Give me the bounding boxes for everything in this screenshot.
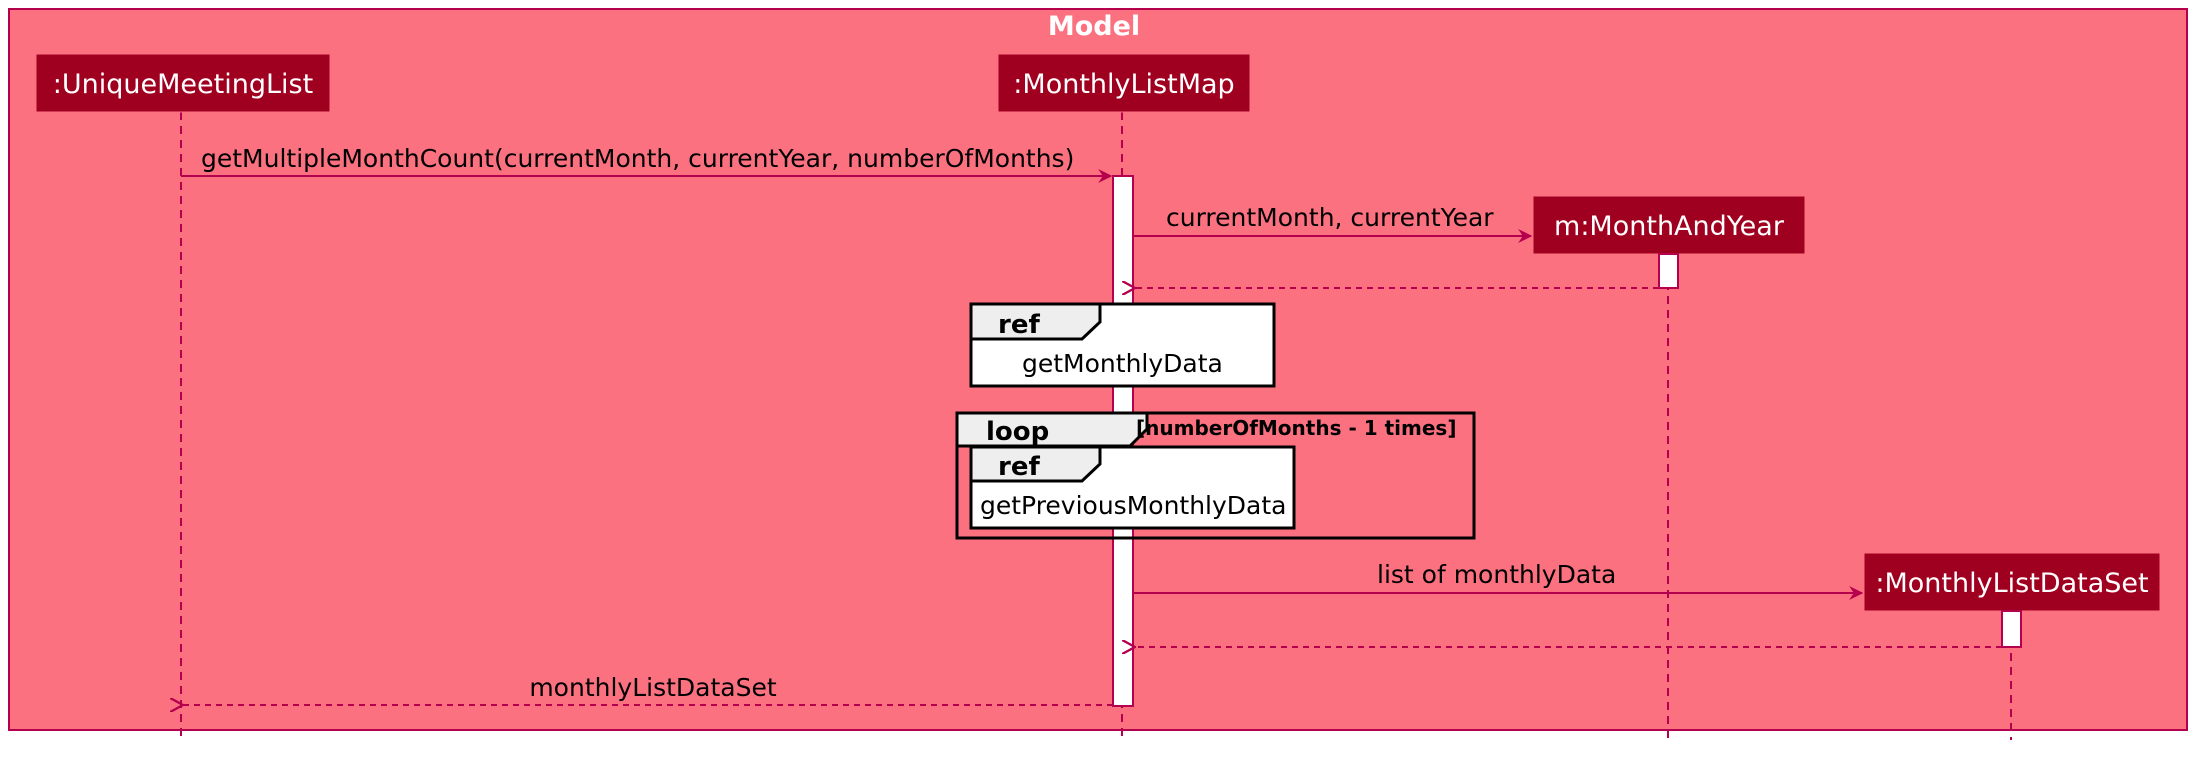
ref-fragment-1-text: getMonthlyData [1022, 349, 1223, 378]
ref-fragment-get-previous-monthly-data: ref getPreviousMonthlyData [969, 445, 1296, 530]
participant-unique-meeting-list-label: :UniqueMeetingList [53, 69, 313, 100]
activation-month-and-year [1658, 253, 1679, 289]
participant-month-and-year-label: m:MonthAndYear [1554, 211, 1785, 242]
participant-monthly-list-data-set-label: :MonthlyListDataSet [1875, 568, 2148, 599]
activation-monthly-list-data-set [2001, 610, 2022, 648]
loop-keyword: loop [986, 417, 1049, 447]
participant-month-and-year: m:MonthAndYear [1532, 195, 1806, 255]
participant-monthly-list-map-label: :MonthlyListMap [1013, 69, 1234, 100]
message-label-create-data-set: list of monthlyData [1377, 560, 1616, 589]
message-label-return-data-set: monthlyListDataSet [529, 673, 777, 702]
ref-fragment-2-text: getPreviousMonthlyData [980, 491, 1287, 520]
loop-fragment: loop [numberOfMonths - 1 times] [955, 411, 1476, 540]
frame-title: Model [1048, 11, 1140, 42]
ref-fragment-get-monthly-data: ref getMonthlyData [969, 302, 1276, 388]
participant-monthly-list-data-set: :MonthlyListDataSet [1863, 552, 2161, 612]
loop-guard: [numberOfMonths - 1 times] [1136, 416, 1456, 440]
ref-fragment-2-keyword: ref [998, 452, 1040, 482]
ref-fragment-1-keyword: ref [998, 310, 1040, 340]
participant-monthly-list-map: :MonthlyListMap [997, 53, 1251, 113]
message-label-create-month-and-year: currentMonth, currentYear [1166, 203, 1494, 232]
message-label-get-multiple-month-count: getMultipleMonthCount(currentMonth, curr… [201, 144, 1074, 173]
participant-unique-meeting-list: :UniqueMeetingList [35, 53, 331, 113]
